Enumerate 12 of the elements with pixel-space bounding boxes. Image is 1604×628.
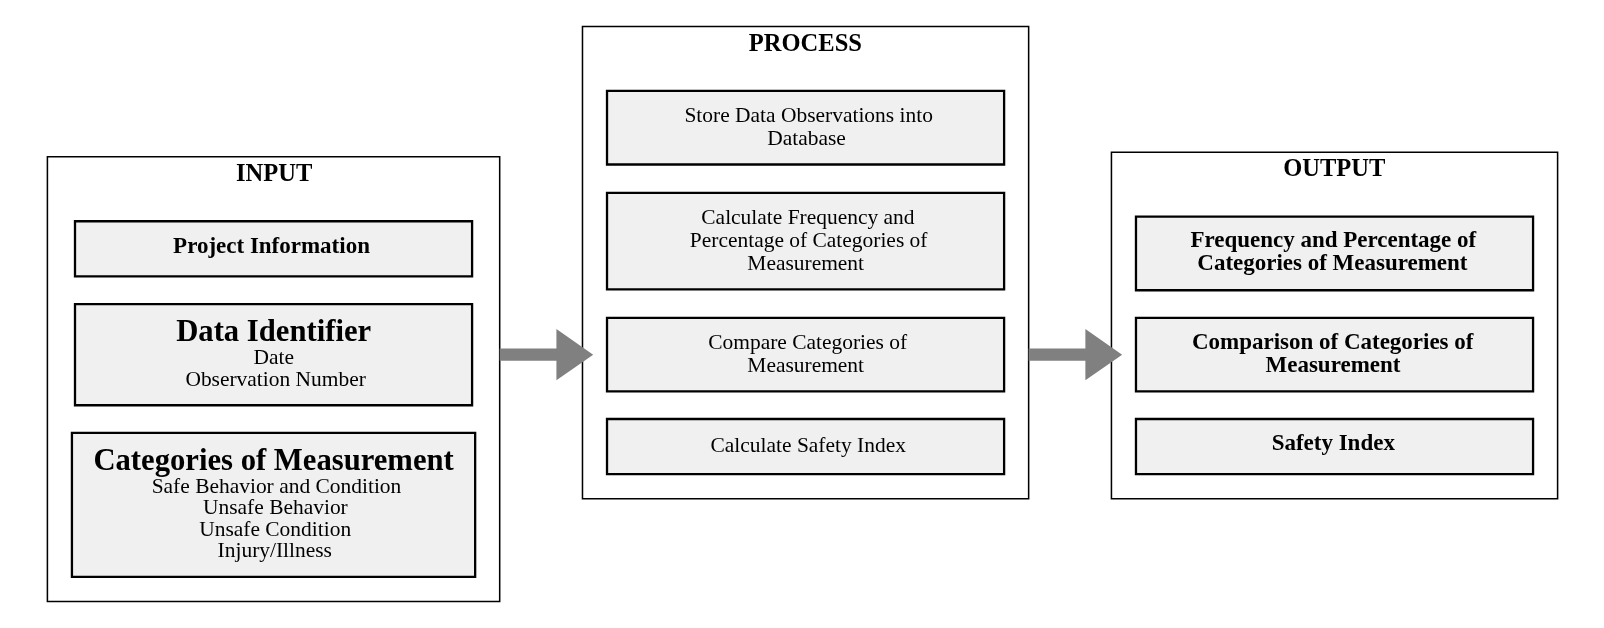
node-box: Data Identifier Date Observation Number xyxy=(73,302,473,407)
node-box: Store Data Observations into Database xyxy=(605,89,1005,166)
node-box: Safety Index xyxy=(1134,417,1534,476)
node-box: Project Information xyxy=(73,220,473,278)
node-box: Calculate Safety Index xyxy=(605,417,1005,476)
node-box: Frequency and Percentage of Categories of Measurement xyxy=(1134,215,1534,292)
node-box: Comparison of Categories of Measurement xyxy=(1134,316,1534,393)
arrow xyxy=(1028,328,1122,381)
node-box: Categories of Measurement Safe Behavior and Condition Unsafe Behavior Unsafe Condition Injury/Illness xyxy=(70,431,476,579)
arrow xyxy=(499,328,593,381)
node-box: Calculate Frequency and Percentage of Categories of Measurement xyxy=(605,191,1005,291)
node-box: Compare Categories of Measurement xyxy=(605,316,1005,393)
